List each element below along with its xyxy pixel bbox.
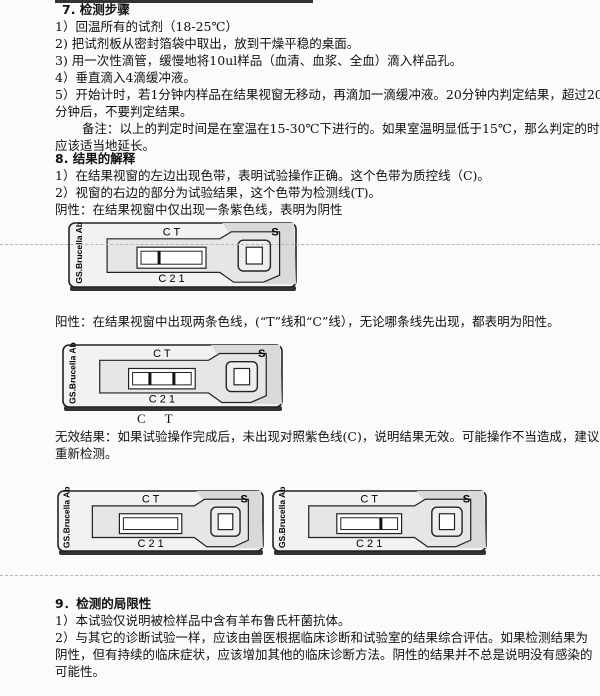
ct-label: C T (163, 226, 181, 238)
product-name: GS.Brucella Ab (277, 487, 287, 549)
result-strip (140, 250, 203, 265)
step-1: 1）回温所有的试剂（18-25℃） (55, 19, 238, 34)
invalid-text-cont: 重新检测。 (55, 446, 118, 461)
section7-title: 7. 检测步骤 (62, 2, 130, 17)
limitation-2-end: 可能性。 (55, 664, 106, 679)
positive-cassette-figure: C T S C 2 1 GS.Brucella Ab (62, 342, 283, 411)
control-line (157, 251, 161, 265)
sample-label: S (241, 494, 248, 506)
result-strip (122, 517, 179, 531)
ct-label: C T (360, 494, 378, 506)
result-strip (340, 517, 399, 531)
result-strip (132, 371, 192, 386)
limitation-2: 2）与其它的诊断试验一样，应该由兽医根据临床诊断和试验室的结果综合评估。如果检测… (55, 630, 588, 645)
scan-artifact-line (0, 575, 600, 577)
sample-well (438, 513, 456, 531)
step-4: 4）垂直滴入4滴缓冲液。 (55, 70, 196, 85)
product-name: GS.Brucella Ab (61, 487, 71, 549)
step-2: 2) 把试剂板从密封箔袋中取出，放到干燥平稳的桌面。 (55, 36, 360, 51)
top-rule (55, 0, 313, 3)
sample-label: S (271, 226, 278, 238)
limitation-1: 1）本试验仅说明被检样品中含有羊布鲁氏杆菌抗体。 (55, 613, 351, 628)
negative-text: 阴性：在结果视窗中仅出现一条紫色线，表明为阴性 (55, 202, 343, 217)
bottom-label: C 2 1 (158, 273, 184, 285)
note-cont: 应该适当地延长。 (55, 138, 156, 153)
bottom-label: C 2 1 (137, 538, 163, 550)
product-name: GS.Brucella Ab (74, 222, 84, 284)
ct-label: C T (142, 494, 160, 506)
sample-label: S (258, 348, 265, 360)
sample-well (217, 513, 234, 531)
bottom-label: C 2 1 (356, 538, 382, 550)
step-5-cont: 分钟后，不要判定结果。 (55, 104, 193, 119)
test-line (172, 372, 176, 385)
note: 备注：以上的判定时间是在室温在15-30℃下进行的。如果室温明显低于15℃，那么… (82, 121, 600, 136)
section8-title: 8. 结果的解释 (55, 151, 136, 166)
invalid-cassette-figure-t-only: C T S C 2 1 GS.Brucella Ab (272, 487, 487, 555)
positive-text: 阳性：在结果视窗中出现两条色线，(“T”线和“C”线），无论哪条线先出现，都表明… (55, 314, 560, 329)
ct-label: C T (153, 348, 171, 360)
product-name: GS.Brucella Ab (67, 342, 77, 404)
test-line (379, 517, 383, 530)
step-3: 3) 用一次性滴管，缓慢地将10ul样品（血清、血浆、全血）滴入样品孔。 (55, 53, 463, 68)
ct-caption: C T (137, 411, 181, 426)
invalid-cassette-figure-none: C T S C 2 1 GS.Brucella Ab (57, 487, 264, 555)
control-line (148, 372, 152, 385)
invalid-text: 无效结果：如果试验操作完成后，未出现对照紫色线(C)，说明结果无效。可能操作不当… (55, 429, 600, 444)
sample-label: S (463, 494, 470, 506)
bottom-label: C 2 1 (149, 393, 175, 405)
result-item-1: 1）在结果视窗的左边出现色带，表明试验操作正确。这个色带为质控线（C)。 (55, 168, 490, 183)
step-5: 5）开始计时，若1分钟内样品在结果视窗无移动，再滴加一滴缓冲液。20分钟内判定结… (55, 87, 600, 102)
limitation-2-cont: 阴性，但有持续的临床症状，应该增加其他的临床诊断方法。阴性的结果并不总是说明没有… (55, 647, 593, 662)
section9-title: 9．检测的局限性 (55, 596, 152, 611)
scan-artifact-line (0, 244, 600, 246)
sample-well (245, 246, 263, 265)
negative-cassette-figure: C T S C 2 1 GS.Brucella Ab (68, 222, 297, 291)
sample-well (233, 367, 251, 386)
result-item-2: 2）视窗的右边的部分为试验结果，这个色带为检测线(T)。 (55, 185, 382, 200)
